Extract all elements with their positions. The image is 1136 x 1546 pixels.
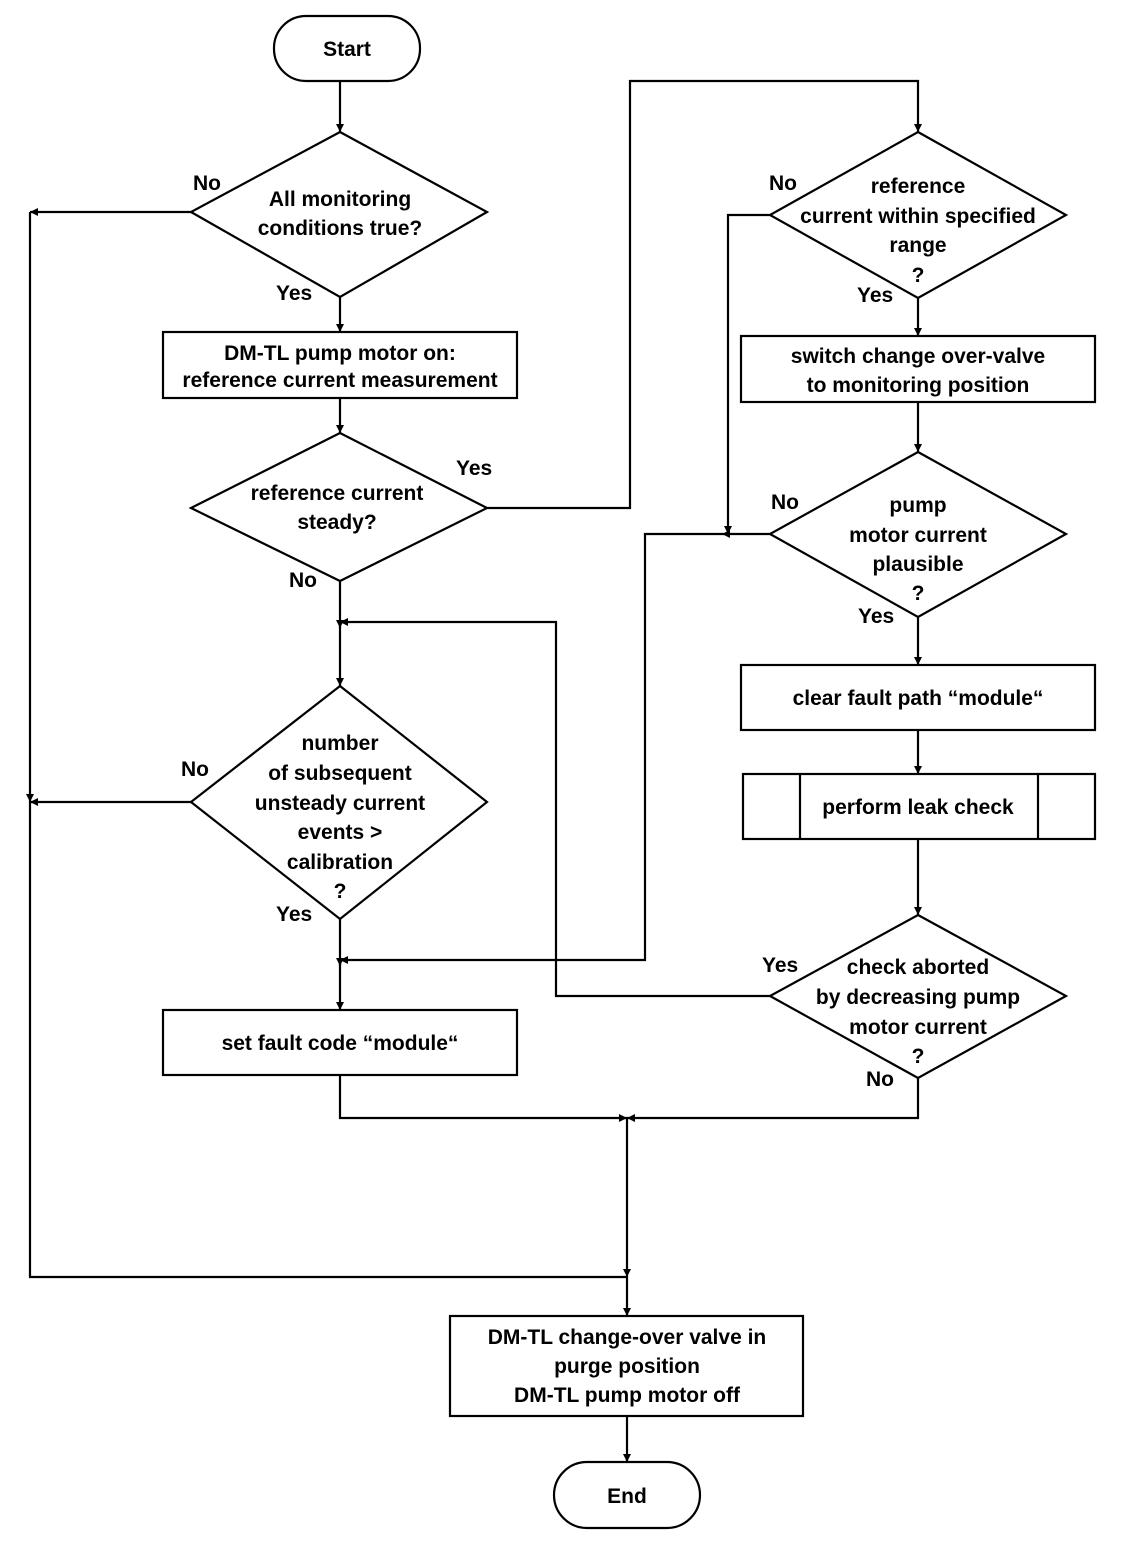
decision-ref-steady-line-2: steady? [297, 511, 376, 534]
process-pump-on-line-1: DM-TL pump motor on: [224, 342, 456, 365]
label-yes-plausible: Yes [858, 605, 894, 628]
decision-ref-steady-line-1: reference current [251, 482, 424, 505]
decision-subsequent-line-4: events > [298, 821, 383, 844]
arrow-range-no [724, 213, 770, 534]
decision-subsequent-line-3: unsteady current [255, 792, 425, 815]
arrow-aborted-no-to-merge [627, 1078, 920, 1122]
process-pump-on: DM-TL pump motor on: reference current m… [161, 330, 519, 400]
arrow-set-fault-to-merge [338, 1075, 627, 1122]
decision-check-aborted-line-2: by decreasing pump [816, 986, 1020, 1009]
left-bypass-lower [28, 802, 627, 1279]
decision-all-monitoring-line-2: conditions true? [258, 217, 423, 240]
arrow-aborted-yes-loop [340, 618, 770, 998]
decision-ref-steady: reference current steady? [188, 431, 490, 583]
label-no-aborted: No [866, 1068, 894, 1091]
process-switch-valve: switch change over-valve to monitoring p… [739, 334, 1097, 404]
process-set-fault-text: set fault code “module“ [222, 1032, 459, 1055]
decision-check-aborted-line-3: motor current [849, 1016, 987, 1039]
decision-ref-range-line-4: ? [912, 264, 925, 287]
decision-subsequent-events: number of subsequent unsteady current ev… [189, 684, 489, 921]
arrow-steady-yes [487, 79, 922, 510]
start-terminal: Start [272, 14, 422, 83]
connectors [26, 79, 922, 1462]
process-clear-fault: clear fault path “module“ [739, 663, 1097, 732]
decision-all-monitoring-line-1: All monitoring [269, 188, 411, 211]
subprocess-leak-check-text: perform leak check [822, 796, 1014, 819]
branch-labels: No Yes Yes No No Yes No Yes No Yes Yes N… [181, 172, 894, 1091]
process-final-valve: DM-TL change-over valve in purge positio… [448, 1314, 805, 1418]
decision-all-monitoring: All monitoring conditions true? [188, 130, 490, 299]
label-no-steady: No [289, 569, 317, 592]
decision-subsequent-line-1: number [301, 732, 378, 755]
process-switch-valve-line-1: switch change over-valve [791, 345, 1045, 368]
label-no-plausible: No [771, 491, 799, 514]
decision-subsequent-line-6: ? [334, 880, 347, 903]
label-no-range: No [769, 172, 797, 195]
label-yes-subsequent: Yes [276, 903, 312, 926]
subprocess-leak-check: perform leak check [741, 772, 1097, 841]
decision-subsequent-line-5: calibration [287, 851, 393, 874]
decision-check-aborted: check aborted by decreasing pump motor c… [767, 913, 1069, 1080]
end-terminal: End [552, 1460, 702, 1530]
decision-subsequent-line-2: of subsequent [268, 762, 412, 785]
process-set-fault: set fault code “module“ [161, 1008, 519, 1077]
label-yes-range: Yes [857, 284, 893, 307]
label-yes-aborted: Yes [762, 954, 798, 977]
decision-ref-range: reference current within specified range… [767, 130, 1069, 300]
label-yes-steady: Yes [456, 457, 492, 480]
decision-pump-plausible-line-4: ? [912, 582, 925, 605]
decision-check-aborted-line-1: check aborted [847, 956, 989, 979]
decision-pump-plausible-line-3: plausible [872, 553, 963, 576]
process-pump-on-line-2: reference current measurement [182, 369, 497, 392]
process-final-valve-line-1: DM-TL change-over valve in [488, 1326, 767, 1349]
decision-ref-range-line-2: current within specified [800, 205, 1036, 228]
arrow-fault-path-to-set-fault [340, 532, 722, 964]
decision-check-aborted-line-4: ? [912, 1045, 925, 1068]
process-switch-valve-line-2: to monitoring position [807, 374, 1030, 397]
end-text: End [607, 1485, 647, 1508]
decision-pump-plausible-line-2: motor current [849, 524, 987, 547]
process-final-valve-line-2: purge position [554, 1355, 700, 1378]
label-no-subsequent: No [181, 758, 209, 781]
label-no-monitoring: No [193, 172, 221, 195]
decision-ref-range-line-1: reference [871, 175, 966, 198]
decision-pump-plausible: pump motor current plausible ? [767, 450, 1069, 619]
start-text: Start [323, 38, 371, 61]
process-final-valve-line-3: DM-TL pump motor off [514, 1384, 741, 1407]
process-clear-fault-text: clear fault path “module“ [793, 687, 1044, 710]
decision-pump-plausible-line-1: pump [889, 494, 946, 517]
decision-ref-range-line-3: range [889, 234, 946, 257]
label-yes-monitoring: Yes [276, 282, 312, 305]
